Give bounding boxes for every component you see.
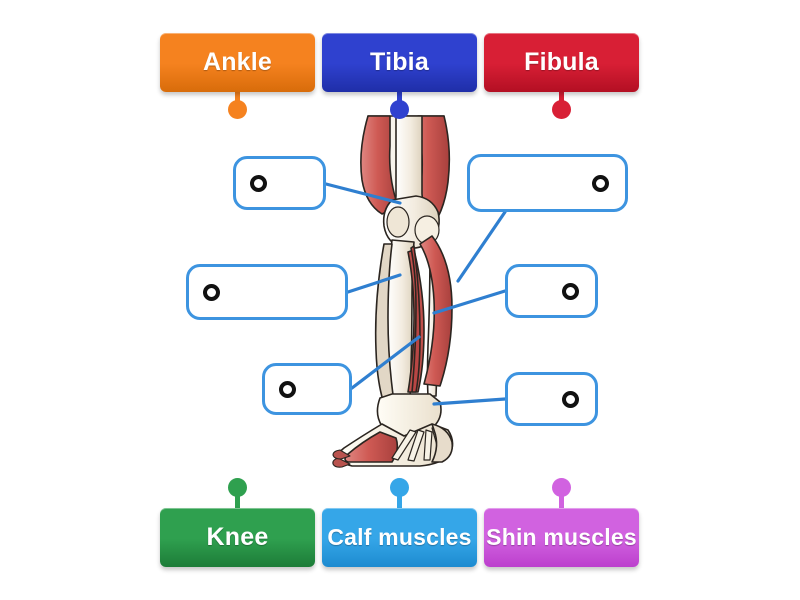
- drop-target-circle-icon: [592, 174, 609, 192]
- word-chip-label: Knee: [206, 523, 269, 551]
- connector-line: [350, 335, 421, 390]
- pin-knob-icon: [227, 100, 247, 119]
- pin-stem: [396, 88, 402, 106]
- drop-target-circle-icon: [279, 380, 296, 398]
- pin-stem: [234, 88, 240, 106]
- word-chip-knee[interactable]: Knee: [160, 508, 315, 567]
- answer-box[interactable]: [505, 372, 598, 426]
- pin-stem: [558, 492, 564, 512]
- answer-box[interactable]: [467, 154, 628, 212]
- word-chip-ankle[interactable]: Ankle: [160, 33, 315, 92]
- pin-knob-icon: [389, 478, 409, 497]
- word-chip-label: Fibula: [524, 48, 599, 76]
- pin-knob-icon: [551, 100, 571, 119]
- connector-line: [324, 182, 402, 205]
- answer-box[interactable]: [186, 264, 348, 320]
- word-chip-calf-muscles[interactable]: Calf muscles: [322, 508, 477, 567]
- drop-target-circle-icon: [203, 283, 220, 301]
- word-chip-label: Tibia: [370, 48, 429, 76]
- drop-target-circle-icon: [562, 390, 579, 408]
- word-chip-label: Calf muscles: [327, 524, 472, 550]
- word-chip-shin-muscles[interactable]: Shin muscles: [484, 508, 639, 567]
- word-chip-label: Ankle: [202, 48, 273, 76]
- connector-line: [456, 210, 507, 283]
- answer-box[interactable]: [262, 363, 352, 415]
- connector-line: [346, 273, 402, 294]
- pin-stem: [396, 492, 402, 512]
- answer-box[interactable]: [505, 264, 598, 318]
- pin-stem: [234, 492, 240, 512]
- word-chip-label: Shin muscles: [486, 524, 637, 550]
- connector-line: [432, 289, 507, 315]
- pin-knob-icon: [551, 478, 571, 497]
- pin-knob-icon: [227, 478, 247, 497]
- pin-knob-icon: [389, 100, 409, 119]
- connector-line: [432, 397, 507, 406]
- drop-target-circle-icon: [562, 282, 579, 300]
- answer-box[interactable]: [233, 156, 326, 210]
- drop-target-circle-icon: [250, 174, 267, 192]
- word-chip-fibula[interactable]: Fibula: [484, 33, 639, 92]
- word-chip-tibia[interactable]: Tibia: [322, 33, 477, 92]
- pin-stem: [558, 88, 564, 106]
